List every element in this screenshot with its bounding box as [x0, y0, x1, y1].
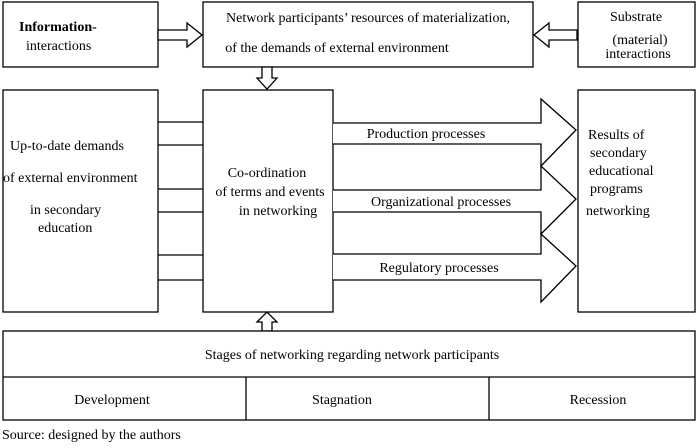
information-to-resources-arrow [157, 21, 204, 49]
information-interactions-label-2: interactions [26, 39, 91, 54]
resources-to-coordination-arrow [255, 66, 279, 90]
results-box [577, 89, 696, 313]
stage-recession: Recession [570, 393, 627, 408]
coordination-label-1: Co-ordination [228, 166, 307, 181]
resources-box [202, 1, 534, 68]
substrate-label-2: (material) [612, 33, 668, 48]
production-processes-arrow [333, 97, 577, 168]
demands-box [2, 89, 159, 313]
source-caption: Source: designed by the authors [2, 428, 181, 443]
connector-middle [158, 188, 203, 213]
information-interactions-box [2, 1, 159, 68]
demands-label-4: education [38, 221, 92, 236]
organizational-processes-arrow [333, 164, 577, 236]
production-processes-label: Production processes [367, 127, 486, 142]
stages-title: Stages of networking regarding network p… [205, 348, 499, 363]
stages-to-coordination-arrow [255, 311, 279, 332]
resources-label-1: Network participants’ resources of mater… [226, 11, 510, 26]
substrate-interactions-box [577, 1, 696, 68]
results-label-5: networking [586, 204, 650, 219]
connector-bottom [158, 254, 203, 281]
connector-top [158, 121, 203, 146]
results-label-2: secondary [590, 146, 647, 161]
information-interactions-label-1: Information- [19, 20, 97, 35]
resources-label-2: of the demands of external environment [225, 41, 449, 56]
coordination-label-3: in networking [239, 204, 317, 219]
stage-stagnation: Stagnation [312, 393, 372, 408]
demands-label-2: of external environment [3, 171, 138, 186]
substrate-to-resources-arrow [532, 21, 578, 49]
coordination-box [202, 89, 334, 313]
results-label-1: Results of [588, 128, 645, 143]
regulatory-processes-arrow [333, 232, 577, 304]
regulatory-processes-label: Regulatory processes [379, 261, 498, 276]
organizational-processes-label: Organizational processes [371, 195, 511, 210]
substrate-label-1: Substrate [610, 10, 662, 25]
demands-label-3: in secondary [30, 203, 101, 218]
demands-label-1: Up-to-date demands [10, 139, 124, 154]
stages-box [2, 330, 696, 421]
coordination-label-2: of terms and events [215, 185, 324, 200]
results-label-3: educational [589, 164, 654, 179]
stage-development: Development [74, 393, 150, 408]
results-label-4: programs [590, 182, 643, 197]
substrate-label-3: interactions [605, 47, 670, 62]
